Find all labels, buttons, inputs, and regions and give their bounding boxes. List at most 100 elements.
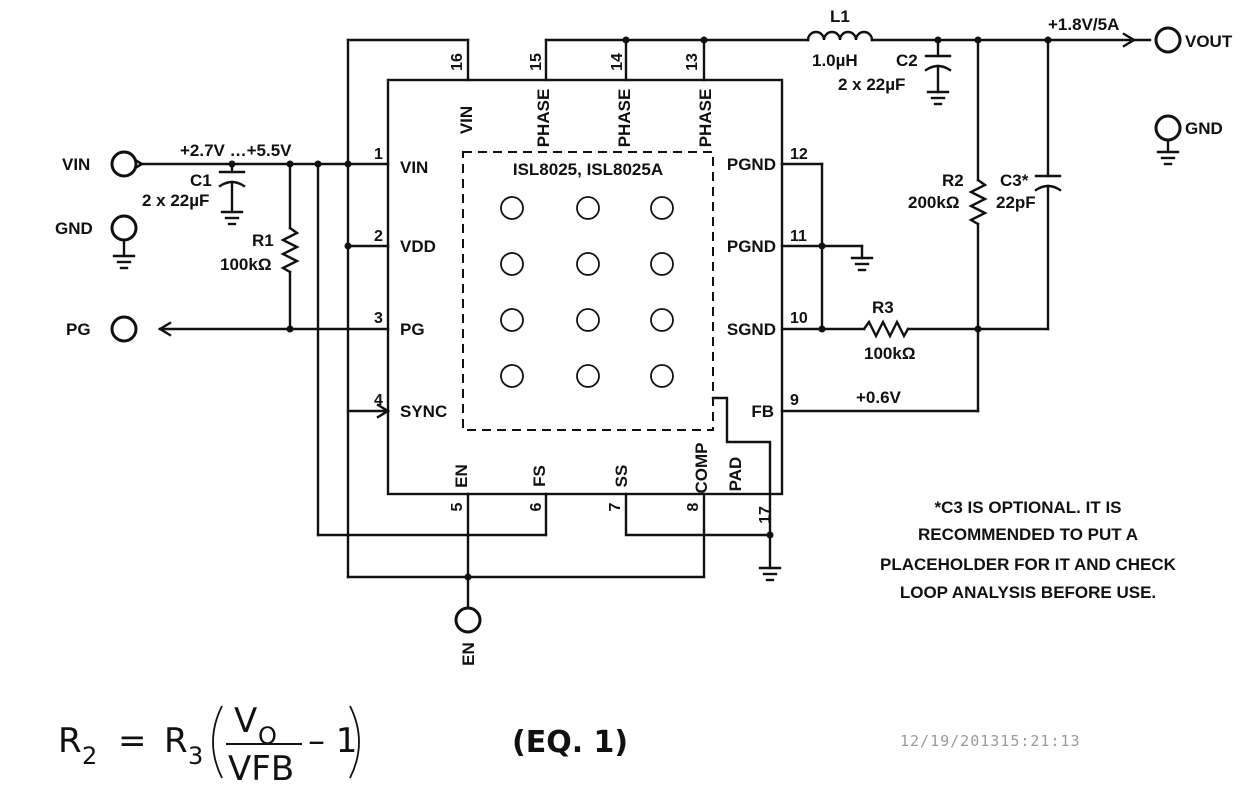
note-line-2: RECOMMENDED TO PUT A bbox=[918, 525, 1138, 544]
bga-ball bbox=[650, 252, 674, 276]
equation: R 2 = R 3 V O VFB – 1 bbox=[58, 701, 360, 789]
pin-label-fs: FS bbox=[530, 465, 549, 487]
pin-number-12: 12 bbox=[790, 146, 808, 163]
connector-label-pg: PG bbox=[66, 320, 91, 339]
pin-label-phase-15: PHASE bbox=[534, 89, 553, 148]
ground-icon bbox=[112, 254, 136, 270]
pin-label-pgnd-11: PGND bbox=[727, 237, 776, 256]
ground-icon bbox=[926, 90, 950, 106]
pin-number-6: 6 bbox=[528, 502, 545, 511]
eq-minus-one: – 1 bbox=[308, 721, 357, 761]
vin-range-label: +2.7V …+5.5V bbox=[180, 141, 292, 160]
pin-number-15: 15 bbox=[528, 53, 545, 71]
bga-ball bbox=[576, 308, 600, 332]
eq-denominator: VFB bbox=[228, 749, 294, 789]
pin-label-sync: SYNC bbox=[400, 402, 447, 421]
pin-label-vdd: VDD bbox=[400, 237, 436, 256]
note-line-1: *C3 IS OPTIONAL. IT IS bbox=[934, 498, 1121, 517]
bga-ball bbox=[650, 364, 674, 388]
connector-label-gnd: GND bbox=[55, 219, 93, 238]
connector-label-vin: VIN bbox=[62, 155, 90, 174]
pin-label-vin: VIN bbox=[400, 158, 428, 177]
pin-number-4: 4 bbox=[374, 392, 383, 409]
bga-ball bbox=[576, 252, 600, 276]
bga-ball bbox=[500, 364, 524, 388]
pin-number-16: 16 bbox=[449, 53, 466, 71]
vin-terminal-icon bbox=[110, 150, 138, 178]
r2-value: 200kΩ bbox=[908, 193, 959, 212]
gnd-terminal-icon bbox=[1154, 114, 1182, 142]
pin-number-10: 10 bbox=[790, 310, 808, 327]
left-paren-icon bbox=[212, 705, 223, 779]
pin-number-13: 13 bbox=[684, 53, 701, 71]
pin-number-5: 5 bbox=[449, 502, 466, 511]
eq-r3: R bbox=[164, 721, 188, 761]
c2-ref: C2 bbox=[896, 51, 918, 70]
eq-lhs-sub: 2 bbox=[82, 742, 97, 770]
ground-icon bbox=[1156, 150, 1180, 166]
eq-equals: = bbox=[118, 721, 147, 761]
ic-thermal-pad-outline bbox=[462, 151, 714, 431]
r3-ref: R3 bbox=[872, 298, 894, 317]
pin-label-pgnd-12: PGND bbox=[727, 155, 776, 174]
ground-icon bbox=[220, 210, 244, 226]
eq-r3-sub: 3 bbox=[188, 742, 203, 770]
fb-voltage-label: +0.6V bbox=[856, 388, 902, 407]
pin-number-14: 14 bbox=[609, 53, 626, 71]
bga-ball bbox=[576, 196, 600, 220]
r1-value: 100kΩ bbox=[220, 255, 271, 274]
eq-lhs: R bbox=[58, 721, 82, 761]
junction-dots bbox=[228, 36, 1052, 581]
eq-label: (EQ. 1) bbox=[512, 725, 628, 760]
c1-value: 2 x 22µF bbox=[142, 191, 209, 210]
ground-icon bbox=[850, 256, 874, 272]
pin-label-vin-top: VIN bbox=[457, 106, 476, 134]
pin-number-3: 3 bbox=[374, 310, 383, 327]
ground-icon bbox=[758, 566, 782, 582]
pin-label-ss: SS bbox=[612, 465, 631, 488]
c2-value: 2 x 22µF bbox=[838, 75, 905, 94]
pin-label-phase-13: PHASE bbox=[696, 89, 715, 148]
vout-spec-label: +1.8V/5A bbox=[1048, 15, 1119, 34]
ic-body bbox=[386, 78, 784, 496]
en-terminal-icon bbox=[454, 606, 482, 634]
ic-part-name: ISL8025, ISL8025A bbox=[513, 160, 663, 179]
pin-label-phase-14: PHASE bbox=[615, 89, 634, 148]
wires bbox=[122, 30, 1170, 608]
vout-terminal-icon bbox=[1154, 26, 1182, 54]
pin-number-2: 2 bbox=[374, 228, 383, 245]
r2-ref: R2 bbox=[942, 171, 964, 190]
pin-number-1: 1 bbox=[374, 146, 383, 163]
note-line-3: PLACEHOLDER FOR IT AND CHECK bbox=[880, 555, 1177, 574]
bga-ball bbox=[576, 364, 600, 388]
bga-ball bbox=[500, 196, 524, 220]
eq-numerator-sub: O bbox=[258, 722, 277, 750]
pin-number-11: 11 bbox=[790, 228, 807, 245]
note-line-4: LOOP ANALYSIS BEFORE USE. bbox=[900, 583, 1156, 602]
pin-number-17: 17 bbox=[757, 506, 774, 524]
pin-label-en: EN bbox=[452, 464, 471, 488]
gnd-terminal-icon bbox=[110, 214, 138, 242]
l1-value: 1.0µH bbox=[812, 51, 858, 70]
right-paren-icon bbox=[349, 705, 360, 779]
pin-label-sgnd: SGND bbox=[727, 320, 776, 339]
timestamp: 12/19/201315:21:13 bbox=[900, 732, 1081, 750]
connector-label-vout: VOUT bbox=[1185, 32, 1233, 51]
r1-ref: R1 bbox=[252, 231, 274, 250]
bga-balls bbox=[500, 196, 674, 388]
pin-number-7: 7 bbox=[607, 502, 624, 511]
pg-terminal-icon bbox=[110, 315, 138, 343]
connector-label-gnd-right: GND bbox=[1185, 119, 1223, 138]
r3-value: 100kΩ bbox=[864, 344, 915, 363]
pin-label-pad: PAD bbox=[726, 457, 745, 492]
bga-ball bbox=[650, 308, 674, 332]
c3-ref: C3* bbox=[1000, 171, 1029, 190]
pin-number-8: 8 bbox=[685, 502, 702, 511]
eq-numerator: V bbox=[234, 701, 257, 741]
pin-label-comp: COMP bbox=[692, 443, 711, 494]
pin-number-9: 9 bbox=[790, 392, 799, 409]
connector-label-en: EN bbox=[459, 642, 478, 666]
c3-value: 22pF bbox=[996, 193, 1036, 212]
bga-ball bbox=[650, 196, 674, 220]
